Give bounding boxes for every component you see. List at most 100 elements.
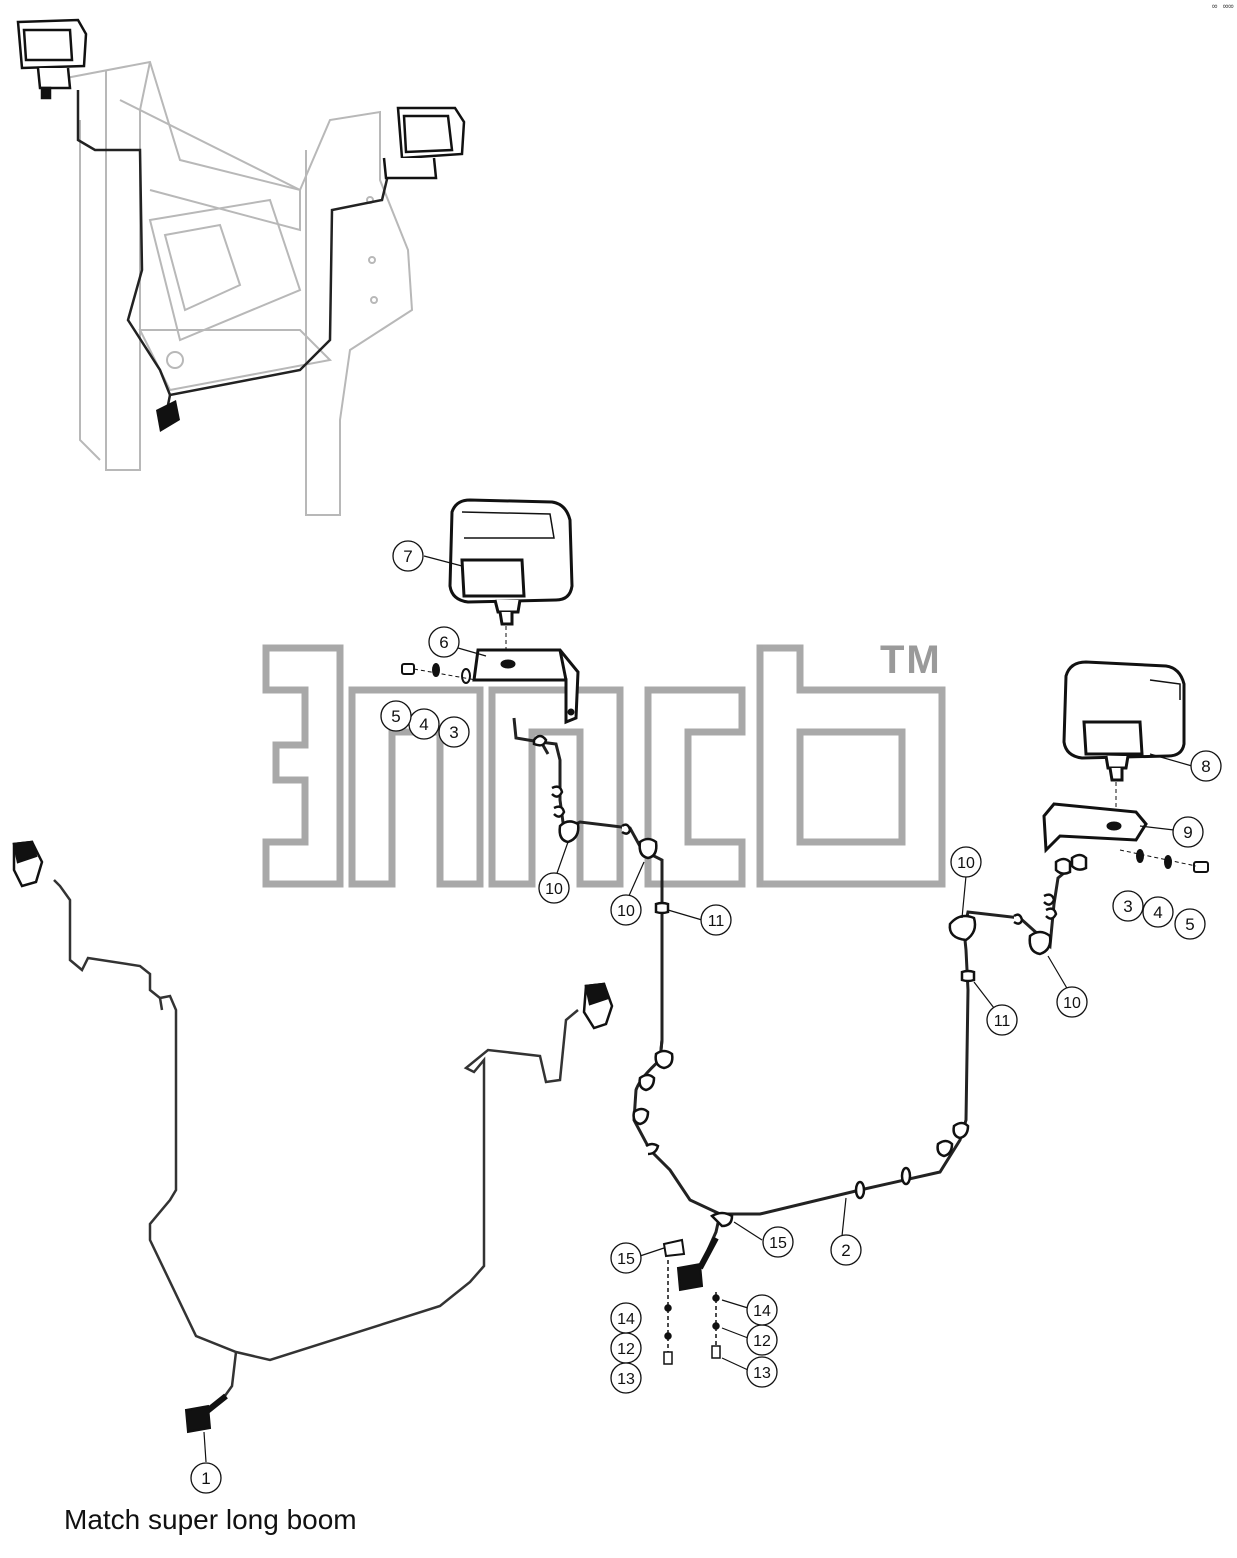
callout-number: 4 bbox=[419, 715, 428, 734]
callout-15: 15 bbox=[762, 1226, 794, 1258]
leader-8 bbox=[1149, 753, 1193, 767]
connector-right bbox=[662, 1236, 719, 1292]
leader-6 bbox=[457, 647, 487, 657]
callout-number: 10 bbox=[545, 881, 563, 898]
callout-9: 9 bbox=[1172, 816, 1204, 848]
callout-circle bbox=[438, 716, 470, 748]
trademark-symbol: TM bbox=[880, 638, 942, 682]
callout-10: 10 bbox=[950, 846, 982, 878]
callout-4: 4 bbox=[408, 708, 440, 740]
callout-number: 12 bbox=[753, 1333, 771, 1350]
corner-mark: ∞ ∞∞ bbox=[1212, 2, 1234, 12]
leader-11b bbox=[973, 981, 995, 1009]
callout-number: 15 bbox=[769, 1235, 787, 1252]
callout-5: 5 bbox=[1174, 908, 1206, 940]
clamps-harness-2 bbox=[632, 969, 976, 1228]
callout-circle bbox=[1142, 896, 1174, 928]
callout-circle bbox=[1190, 750, 1222, 782]
callout-number: 3 bbox=[1123, 897, 1132, 916]
callout-number: 4 bbox=[1153, 903, 1162, 922]
harness-2 bbox=[632, 929, 970, 1251]
callout-number: 5 bbox=[1185, 915, 1194, 934]
harness-1-end-right bbox=[582, 982, 614, 1030]
leader-1 bbox=[203, 1431, 207, 1463]
callout-circle bbox=[762, 1226, 794, 1258]
callout-circle bbox=[190, 1462, 222, 1494]
callout-15: 15 bbox=[610, 1242, 642, 1274]
callout-14: 14 bbox=[610, 1302, 642, 1334]
clamps-upper-right bbox=[948, 853, 1088, 956]
callout-number: 10 bbox=[617, 903, 635, 920]
harness-1 bbox=[53, 879, 579, 1401]
harness-upper-right bbox=[962, 866, 1071, 950]
callout-circle bbox=[950, 846, 982, 878]
connector-harness-1 bbox=[184, 1393, 228, 1434]
leader-15a bbox=[639, 1247, 665, 1257]
callout-circle bbox=[986, 1004, 1018, 1036]
worklight-8 bbox=[1062, 660, 1186, 782]
bracket-9 bbox=[1042, 802, 1148, 854]
hardware-set-left bbox=[401, 663, 477, 684]
callout-1: 1 bbox=[190, 1462, 222, 1494]
leader-14b bbox=[721, 1299, 749, 1309]
callout-circle bbox=[700, 904, 732, 936]
callout-circle bbox=[1056, 986, 1088, 1018]
harness-1-end-left bbox=[12, 840, 44, 888]
callout-10: 10 bbox=[1056, 986, 1088, 1018]
leader-12b bbox=[721, 1327, 749, 1339]
callout-2: 2 bbox=[830, 1234, 862, 1266]
callout-circle bbox=[392, 540, 424, 572]
callout-number: 1 bbox=[201, 1469, 210, 1488]
callout-8: 8 bbox=[1190, 750, 1222, 782]
callout-number: 5 bbox=[391, 707, 400, 726]
leader-15b bbox=[733, 1221, 763, 1241]
callout-number: 3 bbox=[449, 723, 458, 742]
leader-9 bbox=[1139, 825, 1175, 831]
callout-circle bbox=[428, 626, 460, 658]
callout-number: 13 bbox=[617, 1371, 635, 1388]
callout-number: 10 bbox=[957, 855, 975, 872]
callout-number: 15 bbox=[617, 1251, 635, 1268]
callout-number: 12 bbox=[617, 1341, 635, 1358]
callout-5: 5 bbox=[380, 700, 412, 732]
callout-13: 13 bbox=[746, 1356, 778, 1388]
callout-circle bbox=[746, 1356, 778, 1388]
top-connector bbox=[156, 400, 180, 432]
leader-10a bbox=[555, 841, 569, 877]
callout-number: 6 bbox=[439, 633, 448, 652]
watermark-logo bbox=[262, 644, 946, 888]
callout-circle bbox=[1172, 816, 1204, 848]
fasteners-right bbox=[711, 1292, 721, 1359]
leader-10b bbox=[627, 861, 645, 899]
callout-number: 9 bbox=[1183, 823, 1192, 842]
callout-number: 14 bbox=[617, 1311, 635, 1328]
leader-10d bbox=[1047, 955, 1069, 991]
callout-10: 10 bbox=[610, 894, 642, 926]
callout-13: 13 bbox=[610, 1362, 642, 1394]
bracket-6 bbox=[472, 648, 580, 725]
callout-circle bbox=[610, 1302, 642, 1334]
callout-circle bbox=[380, 700, 412, 732]
callout-number: 8 bbox=[1201, 757, 1210, 776]
callout-11: 11 bbox=[986, 1004, 1018, 1036]
callout-7: 7 bbox=[392, 540, 424, 572]
callout-circle bbox=[830, 1234, 862, 1266]
callout-12: 12 bbox=[610, 1332, 642, 1364]
leader-7 bbox=[423, 555, 463, 567]
callout-11: 11 bbox=[700, 904, 732, 936]
callout-number: 11 bbox=[708, 913, 725, 930]
fasteners-left bbox=[663, 1260, 673, 1365]
callout-4: 4 bbox=[1142, 896, 1174, 928]
callout-circle bbox=[610, 1362, 642, 1394]
callout-number: 11 bbox=[994, 1013, 1011, 1030]
worklight-7 bbox=[448, 498, 574, 626]
clamps-upper-left bbox=[532, 734, 670, 915]
callout-circle bbox=[1112, 890, 1144, 922]
callout-10: 10 bbox=[538, 872, 570, 904]
callout-circle bbox=[610, 1242, 642, 1274]
callout-circle bbox=[746, 1294, 778, 1326]
leader-13b bbox=[721, 1357, 749, 1371]
callout-12: 12 bbox=[746, 1324, 778, 1356]
leader-11a bbox=[667, 909, 703, 921]
